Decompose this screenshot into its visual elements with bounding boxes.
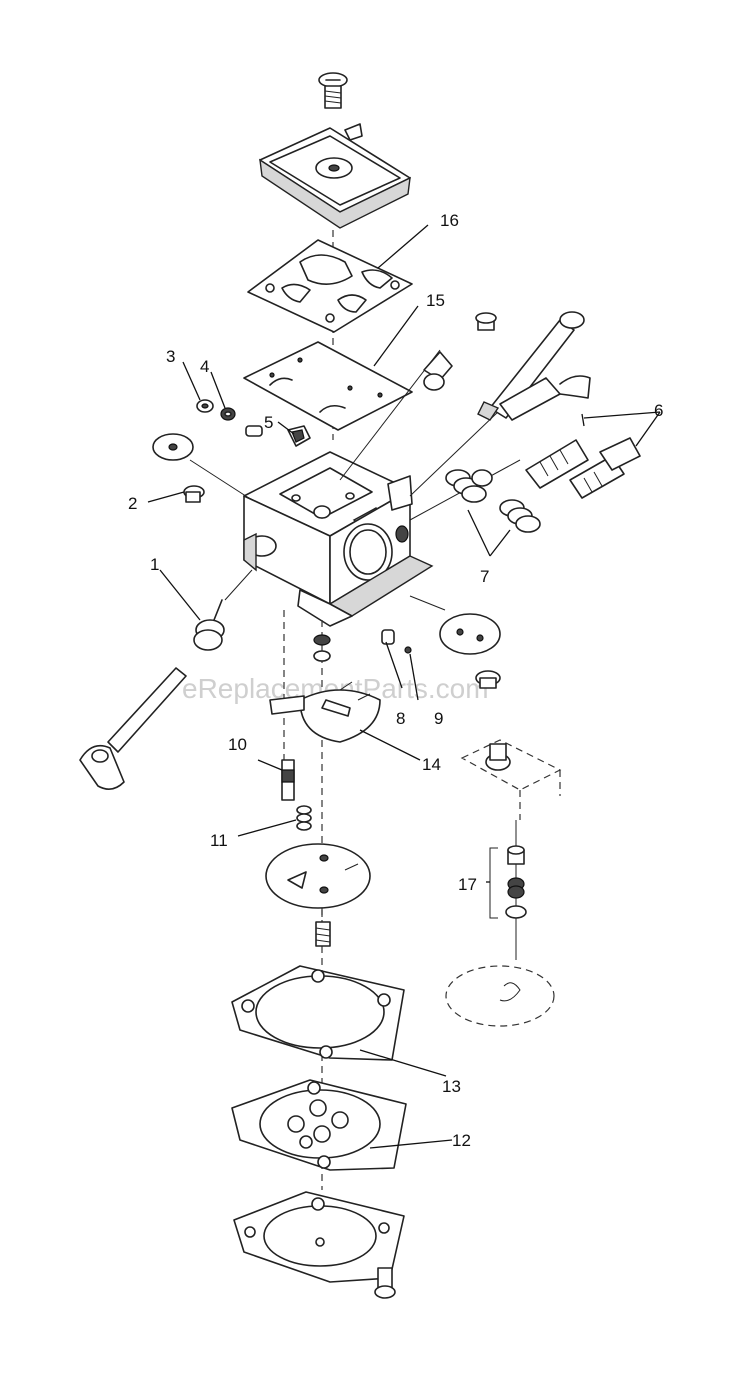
callout-15: 15 [426, 291, 445, 310]
throttle-shaft [79, 667, 187, 790]
assembly-line-2 [339, 349, 441, 481]
callout-8: 8 [396, 709, 405, 728]
callout-leaders [147, 224, 661, 1149]
callout-5: 5 [264, 413, 273, 432]
assembly-line-1 [189, 459, 253, 501]
top-screw [318, 72, 348, 109]
part-5-metering-lever [287, 425, 311, 447]
pump-cover [259, 123, 411, 229]
callout-6: 6 [654, 401, 663, 420]
part-17-check-valve-assembly [489, 845, 527, 919]
metering-cover [233, 1191, 405, 1283]
inset-diaphragm [445, 965, 555, 1027]
callout-4: 4 [200, 357, 209, 376]
idle-speed-screw [477, 311, 585, 421]
callout-11: 11 [210, 831, 228, 850]
part-6-adjust-needle-lower [569, 437, 641, 499]
metering-diaphragm-plate [265, 843, 371, 909]
callout-1: 1 [150, 555, 159, 574]
part-13-metering-gasket [231, 965, 405, 1061]
cover-screw [374, 1267, 396, 1299]
part-3-needle-seat [196, 399, 214, 413]
callout-14: 14 [422, 755, 441, 774]
center-screw [315, 921, 331, 947]
callout-7: 7 [480, 567, 489, 586]
part-1-throttle-return-spring [193, 599, 225, 651]
callout-13: 13 [442, 1077, 461, 1096]
choke-plate-screw [475, 670, 501, 689]
part-15-pump-diaphragm [243, 341, 413, 431]
fuel-inlet-fitting [423, 312, 497, 391]
callout-12: 12 [452, 1131, 471, 1150]
body-bottom-spring [313, 634, 331, 662]
part-16-pump-gasket [247, 239, 413, 333]
part-11-spring [296, 805, 312, 831]
assembly-line-5 [409, 595, 446, 611]
part-2-throttle-screw [183, 485, 205, 503]
throttle-plate-left [152, 433, 194, 461]
callout-10: 10 [228, 735, 247, 754]
assembly-line-3 [409, 409, 501, 497]
inset-body-corner [460, 739, 562, 820]
part-12-metering-diaphragm [231, 1079, 407, 1171]
part-4-inlet-needle [220, 407, 236, 421]
part-7-spring-upper [445, 469, 493, 503]
part-6-adjust-needle-upper [499, 375, 591, 489]
choke-plate-right [439, 613, 501, 655]
callout-9: 9 [434, 709, 443, 728]
part-8-detent-spring [381, 629, 395, 645]
part-14-metering-disc [269, 681, 381, 743]
part-10-needle [281, 759, 295, 801]
part-9-detent-ball [404, 646, 412, 654]
callout-17: 17 [458, 875, 477, 894]
carburetor-body [243, 451, 434, 627]
callout-3: 3 [166, 347, 175, 366]
part-7-spring-lower [499, 499, 541, 533]
callout-16: 16 [440, 211, 459, 230]
part-4-spring [245, 425, 263, 437]
assembly-line-6 [224, 569, 253, 601]
callout-2: 2 [128, 494, 137, 513]
